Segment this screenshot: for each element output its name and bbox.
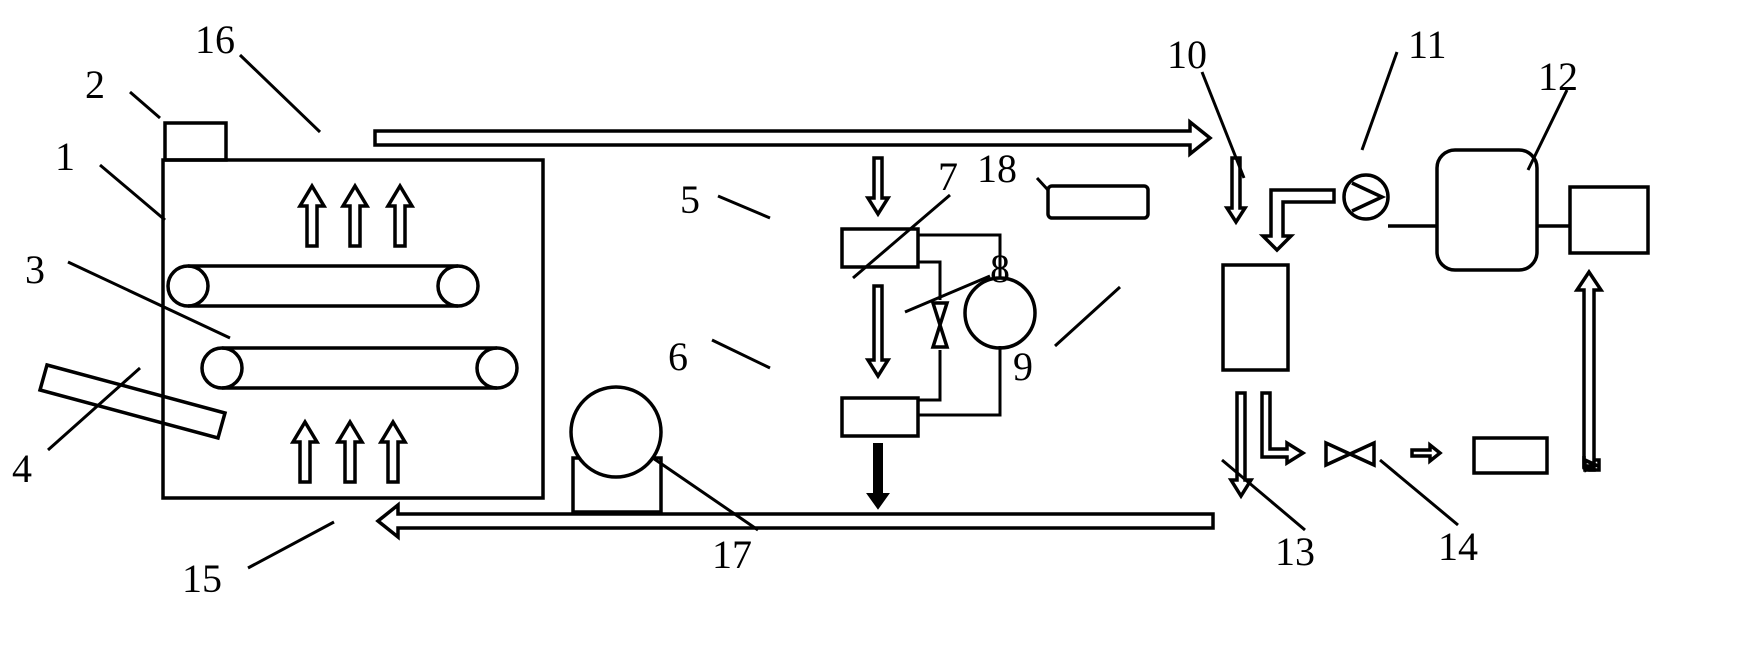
separator-down-arrow <box>1227 391 1255 500</box>
top-unit <box>163 121 228 162</box>
inclined-feed-plate <box>37 362 228 441</box>
conveyor-belt-upper <box>166 264 480 308</box>
up-arrow <box>384 182 416 248</box>
sensor-box <box>1046 184 1150 220</box>
label-1: 1 <box>55 134 75 179</box>
up-arrow <box>377 418 409 484</box>
pump-to-separator-arrow <box>1258 188 1336 253</box>
storage-tank <box>1435 148 1539 272</box>
top-duct-arrow <box>373 118 1213 158</box>
valve-to-14-arrow <box>1410 441 1443 465</box>
label-3: 3 <box>25 247 45 292</box>
bottom-duct-arrow <box>375 501 1215 541</box>
label-4: 4 <box>12 446 32 491</box>
evaporator <box>840 227 920 269</box>
label-7: 7 <box>938 154 958 199</box>
separator-to-valve-arrow <box>1260 391 1307 467</box>
pump <box>1342 173 1390 221</box>
condenser <box>840 396 920 438</box>
up-arrow <box>289 418 321 484</box>
leader-4 <box>47 366 141 452</box>
label-6: 6 <box>668 334 688 379</box>
leader-1 <box>99 163 166 222</box>
unit-12 <box>1568 185 1650 255</box>
label-18: 18 <box>977 146 1017 191</box>
leader-18 <box>1035 176 1050 192</box>
leader-10 <box>1200 71 1246 179</box>
label-10: 10 <box>1167 32 1207 77</box>
compressor <box>963 276 1037 350</box>
leader-13 <box>1221 458 1306 532</box>
hx-airflow-arrows <box>864 156 892 510</box>
return-arrow-elbow <box>1582 456 1601 472</box>
leader-7 <box>852 193 951 280</box>
drying-chamber <box>161 158 545 500</box>
label-12: 12 <box>1538 54 1578 99</box>
label-9: 9 <box>1013 344 1033 389</box>
label-15: 15 <box>182 556 222 601</box>
leader-6 <box>711 338 771 370</box>
blower <box>569 385 663 514</box>
leader-15 <box>247 520 335 570</box>
expansion-valve <box>930 301 950 349</box>
blower-wheel <box>569 385 663 479</box>
chamber-airflow-arrows <box>289 182 416 484</box>
label-2: 2 <box>85 62 105 107</box>
unit-14 <box>1472 436 1549 475</box>
sensor-down-arrow <box>1223 156 1249 226</box>
label-16: 16 <box>195 17 235 62</box>
label-11: 11 <box>1408 22 1447 67</box>
up-arrow <box>296 182 328 248</box>
valve-13 <box>1324 440 1376 468</box>
separator-tank <box>1221 263 1290 372</box>
up-arrow <box>339 182 371 248</box>
label-14: 14 <box>1438 524 1478 569</box>
heat-pump-circuit <box>840 227 1037 438</box>
label-13: 13 <box>1275 529 1315 574</box>
label-5: 5 <box>680 177 700 222</box>
leader-3 <box>67 260 231 340</box>
label-17: 17 <box>712 532 752 577</box>
leader-11 <box>1360 51 1399 151</box>
leader-2 <box>129 90 161 120</box>
up-arrow <box>334 418 366 484</box>
leader-8 <box>904 274 991 314</box>
leader-5 <box>717 194 771 220</box>
conveyor-belt-lower <box>200 346 519 390</box>
leader-14 <box>1379 458 1459 527</box>
leader-16 <box>238 53 322 134</box>
return-up-arrow <box>1573 268 1605 473</box>
leader-9 <box>1053 285 1122 348</box>
